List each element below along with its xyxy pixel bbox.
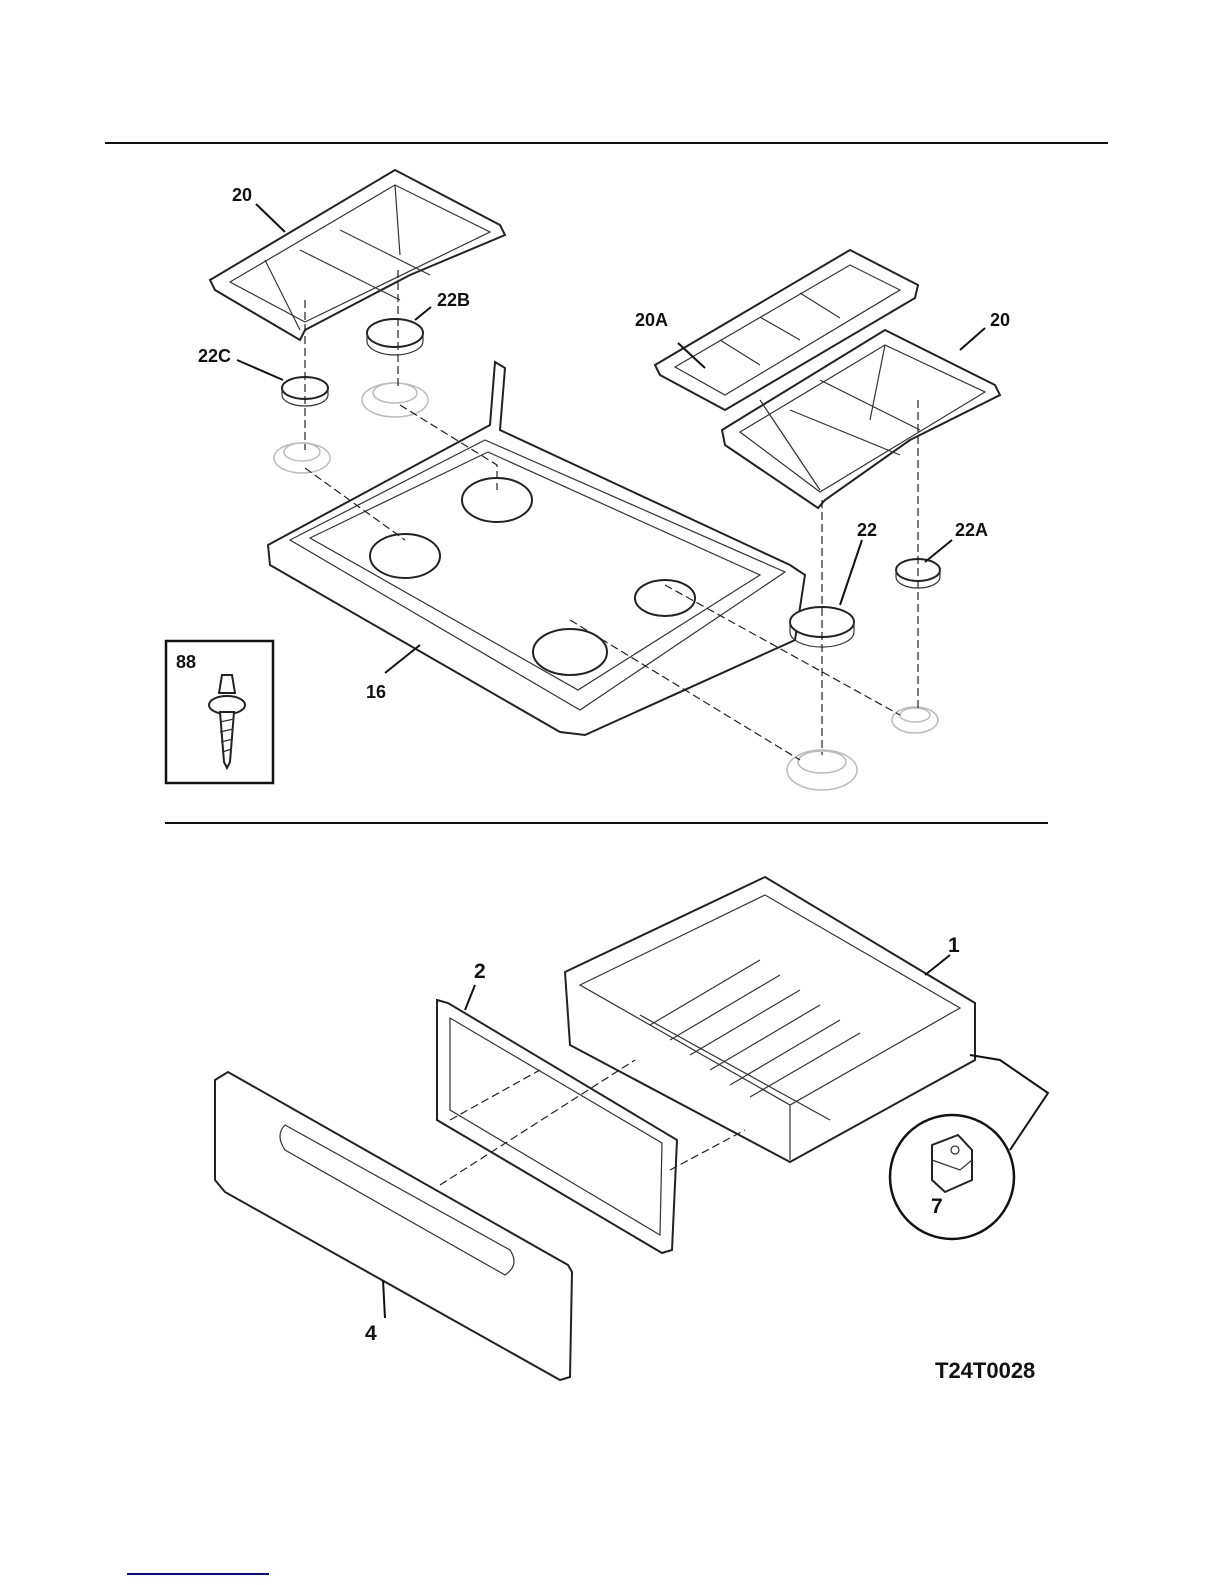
cooktop-part-16 bbox=[266, 360, 807, 737]
leader-lines-bottom bbox=[382, 954, 951, 1319]
burner-cap-22b bbox=[366, 318, 424, 356]
label-22: 22 bbox=[857, 520, 877, 540]
label-20-right: 20 bbox=[990, 310, 1010, 330]
grate-left-part-20 bbox=[208, 168, 507, 342]
drawer-liner-part-2 bbox=[436, 998, 679, 1255]
leader-lines-top bbox=[236, 203, 986, 674]
label-20a: 20A bbox=[635, 310, 668, 330]
link-underline[interactable] bbox=[127, 1573, 269, 1575]
burner-heads bbox=[273, 382, 939, 791]
label-7: 7 bbox=[931, 1195, 943, 1218]
label-4: 4 bbox=[365, 1322, 377, 1345]
label-2: 2 bbox=[474, 960, 486, 983]
grate-center-part-20A bbox=[653, 248, 920, 412]
assembly-lines-top bbox=[304, 270, 919, 761]
label-1: 1 bbox=[948, 934, 960, 957]
label-22a: 22A bbox=[955, 520, 988, 540]
assembly-lines-bottom bbox=[439, 1059, 746, 1186]
label-20-left: 20 bbox=[232, 185, 252, 205]
label-22c: 22C bbox=[198, 346, 231, 366]
label-88: 88 bbox=[176, 652, 196, 672]
drawer-front-part-4 bbox=[214, 1070, 574, 1382]
label-22b: 22B bbox=[437, 290, 470, 310]
grate-right-part-20 bbox=[720, 328, 1002, 510]
clip-inset-7 bbox=[888, 1054, 1050, 1241]
screw-inset-88 bbox=[164, 639, 275, 785]
drawing-code: T24T0028 bbox=[935, 1358, 1035, 1383]
label-16: 16 bbox=[366, 682, 386, 702]
drawer-body-part-1 bbox=[563, 875, 976, 1164]
